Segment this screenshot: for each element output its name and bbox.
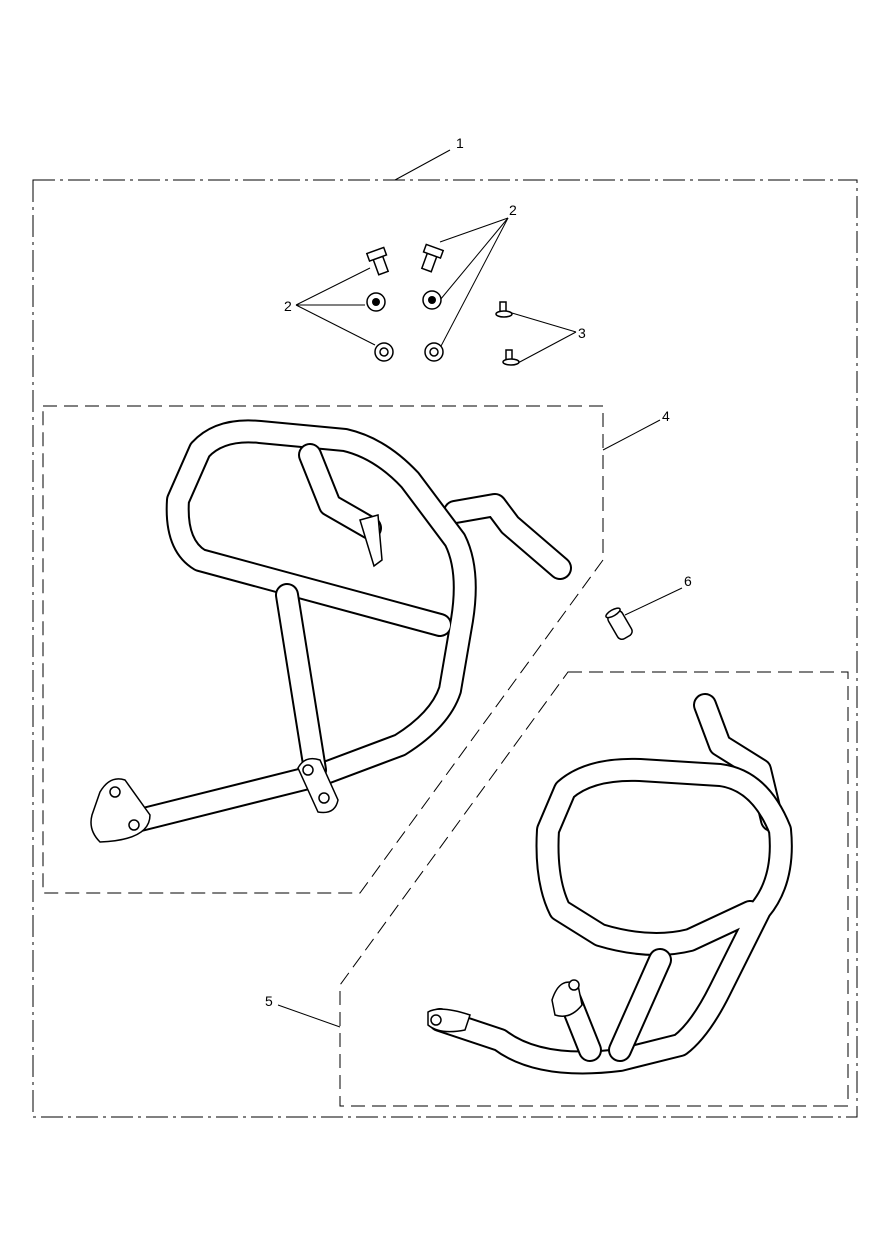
kit-boundary-1 xyxy=(32,179,858,1118)
leader-lines xyxy=(277,149,683,1028)
group-boundary-4 xyxy=(42,405,604,894)
callout-3: 3 xyxy=(578,325,586,341)
callout-5: 5 xyxy=(265,993,273,1009)
crash-bar-4 xyxy=(90,419,572,843)
bolts-2 xyxy=(365,243,445,362)
screws-3 xyxy=(495,301,520,366)
callout-6: 6 xyxy=(684,573,692,589)
callout-2-right: 2 xyxy=(509,202,517,218)
crash-bar-5 xyxy=(427,693,793,1075)
callout-4: 4 xyxy=(662,408,670,424)
callout-1: 1 xyxy=(456,135,464,151)
group-boundary-5 xyxy=(339,671,849,1107)
callout-2-left: 2 xyxy=(284,298,292,314)
spacer-6 xyxy=(605,607,633,641)
